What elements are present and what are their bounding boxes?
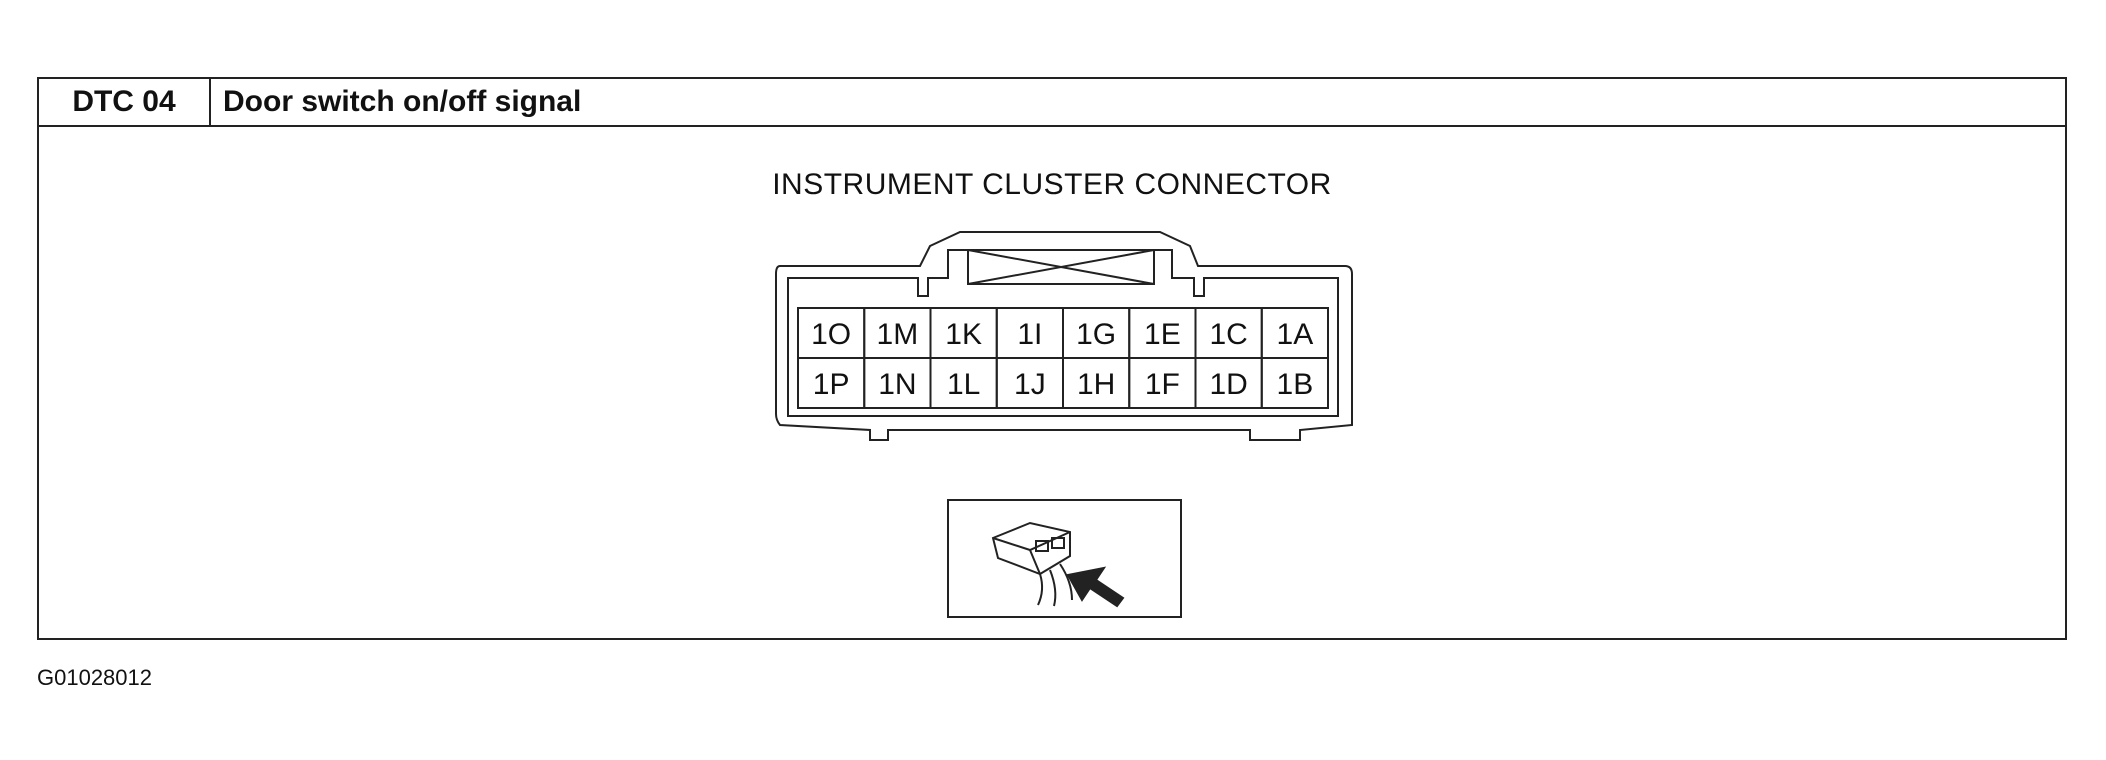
pin-label-1b: 1B xyxy=(1277,368,1314,401)
pin-label-1j: 1J xyxy=(1014,368,1046,401)
pin-label-1g: 1G xyxy=(1076,318,1116,351)
pin-label-1f: 1F xyxy=(1145,368,1180,401)
pin-label-1a: 1A xyxy=(1277,318,1314,351)
figure-id: G01028012 xyxy=(37,665,152,690)
pin-cell xyxy=(1260,357,1329,409)
dtc-title: Door switch on/off signal xyxy=(223,85,582,118)
pin-label-1p: 1P xyxy=(813,368,850,401)
pin-label-1c: 1C xyxy=(1209,318,1247,351)
pin-label-1o: 1O xyxy=(811,318,851,351)
pin-label-1n: 1N xyxy=(878,368,916,401)
pin-label-1h: 1H xyxy=(1077,368,1115,401)
harness-side-view-arrow-icon xyxy=(947,499,1182,618)
pin-label-1l: 1L xyxy=(947,368,980,401)
dtc-panel: DTC 04 Door switch on/off signal INSTRUM… xyxy=(37,77,2067,640)
header-row: DTC 04 Door switch on/off signal xyxy=(39,79,2065,127)
pin-label-1d: 1D xyxy=(1209,368,1247,401)
connector-caption: INSTRUMENT CLUSTER CONNECTOR xyxy=(772,168,1332,201)
pin-label-1m: 1M xyxy=(877,318,919,351)
pin-label-1i: 1I xyxy=(1017,318,1042,351)
dtc-code: DTC 04 xyxy=(39,79,211,125)
pin-label-1e: 1E xyxy=(1144,318,1181,351)
pin-grid: 1O 1M 1K 1I 1G 1E 1C 1A 1P 1N 1L 1J 1H 1F 1D 1B xyxy=(797,307,1329,409)
pin-label-1k: 1K xyxy=(945,318,982,351)
